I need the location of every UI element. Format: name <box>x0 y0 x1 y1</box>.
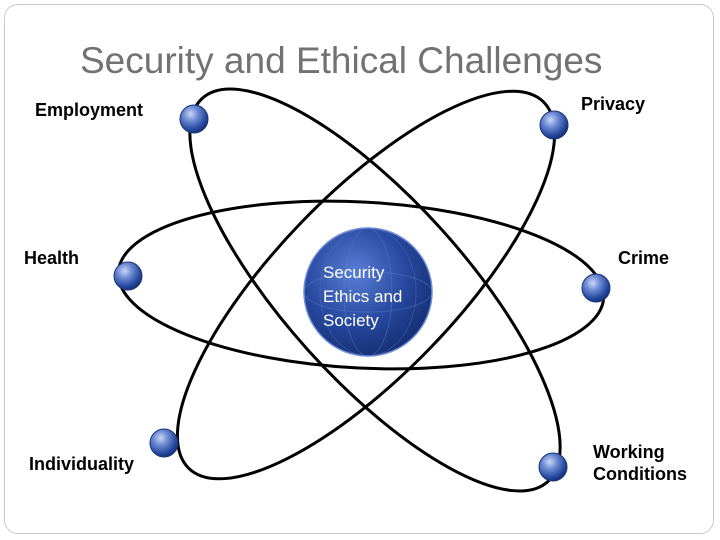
label-crime: Crime <box>618 248 670 268</box>
label-working-line2: Conditions <box>593 464 687 484</box>
label-working-conditions: Working Conditions <box>593 441 687 485</box>
center-label: Security Ethics and Society <box>323 261 402 333</box>
orbit-diagonal-up <box>175 89 557 481</box>
label-employment: Employment <box>35 100 144 120</box>
label-privacy: Privacy <box>581 94 646 114</box>
page-title: Security and Ethical Challenges <box>80 40 603 81</box>
orbit-diagonal-down <box>188 87 562 493</box>
label-individuality: Individuality <box>29 454 135 474</box>
node-privacy <box>539 110 569 140</box>
label-health: Health <box>24 248 80 268</box>
center-label-line2: Ethics and <box>323 287 403 306</box>
node-individuality <box>149 428 179 458</box>
node-working-conditions <box>538 452 568 482</box>
node-crime <box>581 273 611 303</box>
node-health <box>113 261 143 291</box>
label-working-line1: Working <box>593 442 665 462</box>
node-employment <box>179 104 209 134</box>
center-label-line3: Society <box>323 311 379 330</box>
center-label-line1: Security <box>323 263 385 282</box>
center-sphere <box>303 227 433 357</box>
